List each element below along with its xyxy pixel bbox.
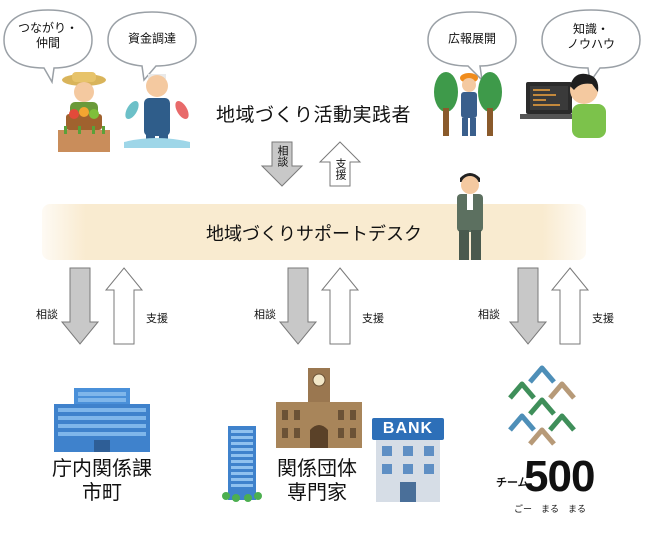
- top-arrow-down-label: 相談: [276, 145, 289, 167]
- center-arrow-down-label: 相談: [254, 308, 276, 321]
- team-number: 500: [524, 452, 595, 501]
- support-desk-band: 地域づくりサポートデスク: [42, 204, 586, 260]
- laptop-person-illustration: [520, 73, 606, 138]
- bank-sign-text: BANK: [382, 420, 434, 437]
- center-arrow-up: [320, 267, 360, 345]
- left-arrow-up-label: 支援: [146, 312, 168, 325]
- bank-sign: BANK: [372, 418, 444, 440]
- center-arrow-down: [278, 267, 318, 345]
- right-arrow-down-label: 相談: [478, 308, 500, 321]
- left-arrow-down: [60, 267, 100, 345]
- right-arrow-up: [550, 267, 590, 345]
- center-arrow-up-label: 支援: [362, 312, 384, 325]
- farmer-illustration: [58, 72, 110, 152]
- top-arrow-down: [260, 141, 304, 187]
- team-tents-logo: [508, 365, 576, 446]
- bubble-shikin-text: 資金調達: [127, 31, 176, 46]
- left-arrow-up: [104, 267, 144, 345]
- city-hall-label: 庁内関係課 市町: [52, 456, 152, 504]
- fisherman-illustration: [124, 74, 190, 148]
- support-desk-label: 地域づくりサポートデスク: [206, 224, 422, 245]
- bubble-shikin: [107, 11, 197, 82]
- staff-person-illustration: [457, 173, 483, 260]
- right-arrow-down: [508, 267, 548, 345]
- bubble-chishiki-text: 知識・ ノウハウ: [566, 22, 615, 51]
- forest-worker-illustration: [434, 72, 502, 136]
- bank-building: BANK: [372, 418, 444, 502]
- team-small-label: チーム: [496, 476, 529, 489]
- bubble-kouhou-text: 広報展開: [447, 31, 496, 46]
- right-arrow-up-label: 支援: [592, 312, 614, 325]
- top-arrow-up: [318, 141, 362, 187]
- university-building-illustration: [276, 368, 362, 448]
- left-arrow-down-label: 相談: [36, 308, 58, 321]
- bank-facade: [376, 440, 440, 502]
- office-building-illustration: [54, 388, 150, 452]
- bubble-nakama-text: つながり・ 仲間: [17, 21, 78, 50]
- tower-building-illustration: [222, 426, 262, 502]
- team-reading: ごー まる まる: [514, 505, 587, 515]
- bubble-nakama: [3, 9, 93, 84]
- top-arrow-up-label: 支援: [334, 158, 347, 180]
- practitioners-label: 地域づくり活動実践者: [216, 104, 412, 126]
- organizations-label: 関係団体 専門家: [277, 456, 357, 504]
